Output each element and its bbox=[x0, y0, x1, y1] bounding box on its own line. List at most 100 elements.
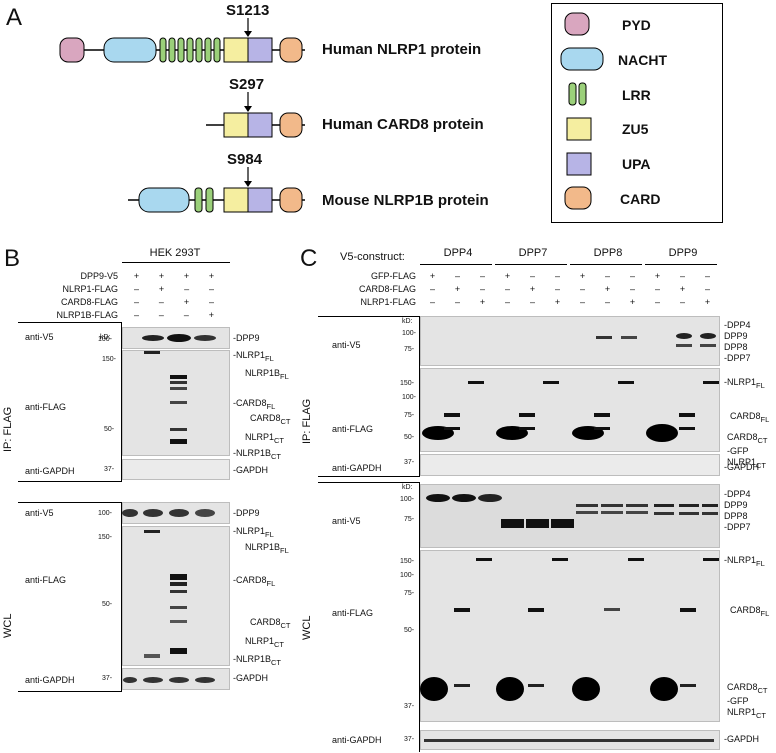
c-wcl-v5-label: anti-V5 bbox=[332, 516, 361, 526]
blot-label-wcl-v5: anti-V5 bbox=[25, 508, 54, 518]
c-ip-flag-label: anti-FLAG bbox=[332, 424, 374, 434]
c-ip-marker-150: 150- bbox=[400, 380, 415, 387]
band-b-gapdh-ip: -GAPDH bbox=[233, 465, 269, 475]
bands-b-ip bbox=[142, 334, 216, 444]
blot-b-ip-gapdh bbox=[122, 459, 230, 480]
c-mark: – bbox=[629, 284, 635, 294]
c-ip-marker-100b: 100- bbox=[402, 394, 417, 401]
marker-b-50: 50- bbox=[104, 426, 115, 433]
legend-pyd: PYD bbox=[622, 17, 651, 33]
c-mark: – bbox=[579, 297, 585, 307]
c-mark: + bbox=[454, 284, 461, 294]
c-ip-gapdh-label: anti-GAPDH bbox=[332, 463, 382, 473]
c-wcl-gapdh-label: anti-GAPDH bbox=[332, 735, 382, 745]
band-b-wcl-card8ct: CARD8CT bbox=[250, 617, 291, 630]
construct-dpp9: DPP9 bbox=[668, 247, 698, 259]
c-mark: – bbox=[504, 284, 510, 294]
c-mark: – bbox=[654, 297, 660, 307]
c-wcl-marker-75: 75- bbox=[404, 516, 415, 523]
c-mark: – bbox=[454, 271, 460, 281]
blot-label-ip-v5: anti-V5 bbox=[25, 332, 54, 342]
band-b-wcl-nlrp1bct: -NLRP1BCT bbox=[233, 654, 282, 667]
c-mark: + bbox=[679, 284, 686, 294]
c-condition-marks: +––+––+––+–––+––+––+––+–––+––+––+––+ bbox=[420, 270, 720, 309]
legend-swatches bbox=[560, 12, 604, 210]
wcl-label-c: WCL bbox=[301, 615, 313, 640]
c-ip-v5-label: anti-V5 bbox=[332, 340, 361, 350]
panel-a-letter: A bbox=[6, 4, 23, 31]
blot-label-wcl-gapdh: anti-GAPDH bbox=[25, 675, 75, 685]
c-wcl-nlrp1fl: -NLRP1FL bbox=[724, 555, 765, 568]
c-marks-row: ––+––+––+––+ bbox=[420, 296, 720, 309]
band-b-wcl-gapdh: -GAPDH bbox=[233, 673, 269, 683]
blot-label-ip-flag: anti-FLAG bbox=[25, 402, 67, 412]
c-wcl-kd-label: kD: bbox=[402, 484, 413, 491]
blot-c-ip-gapdh bbox=[420, 454, 720, 476]
protein-mouse-nlrp1b: Mouse NLRP1B protein bbox=[322, 192, 489, 209]
c-wcl-v5-bands: -DPP4 DPP9 DPP8 -DPP7 bbox=[724, 489, 751, 532]
c-mark: – bbox=[454, 297, 460, 307]
c-mark: + bbox=[429, 271, 436, 281]
bands-b-wcl bbox=[122, 509, 215, 683]
human-card8-diagram bbox=[206, 92, 305, 138]
c-mark: – bbox=[529, 271, 535, 281]
marker-b-wcl-50: 50- bbox=[102, 601, 113, 608]
band-b-wcl-dpp9: -DPP9 bbox=[233, 508, 260, 518]
c-mark: + bbox=[554, 297, 561, 307]
c-mark: – bbox=[554, 271, 560, 281]
band-b-wcl-card8fl: -CARD8FL bbox=[233, 575, 276, 588]
c-mark: + bbox=[479, 297, 486, 307]
construct-dpp4: DPP4 bbox=[443, 247, 473, 259]
marker-b-wcl-100: 100- bbox=[98, 510, 113, 517]
c-mark: – bbox=[704, 284, 710, 294]
legend-lrr: LRR bbox=[622, 87, 651, 103]
marker-b-ip-100: 100- bbox=[98, 336, 113, 343]
c-ip-gapdh: -GAPDH bbox=[724, 462, 760, 472]
c-mark: – bbox=[604, 297, 610, 307]
c-ip-marker-75: 75- bbox=[404, 346, 415, 353]
c-mark: + bbox=[529, 284, 536, 294]
blot-label-wcl-flag: anti-FLAG bbox=[25, 575, 67, 585]
band-b-wcl-nlrp1bfl: NLRP1BFL bbox=[245, 542, 289, 555]
marker-b-wcl-37: 37- bbox=[102, 675, 113, 682]
band-b-nlrp1fl: -NLRP1FL bbox=[233, 350, 274, 363]
c-kd-label: kD: bbox=[402, 318, 413, 325]
c-mark: – bbox=[479, 271, 485, 281]
c-wcl-flag-label: anti-FLAG bbox=[332, 608, 374, 618]
legend-zu5: ZU5 bbox=[622, 121, 649, 137]
c-ip-card8fl: CARD8FL bbox=[730, 411, 770, 424]
c-mark: – bbox=[504, 297, 510, 307]
c-mark: – bbox=[604, 271, 610, 281]
c-wcl-marker-100b: 100- bbox=[400, 572, 415, 579]
site-s297: S297 bbox=[229, 76, 265, 93]
marker-b-150: 150- bbox=[102, 356, 117, 363]
c-wcl-marker-75b: 75- bbox=[404, 590, 415, 597]
site-s1213: S1213 bbox=[226, 2, 270, 19]
c-mark: + bbox=[504, 271, 511, 281]
panel-c-letter: C bbox=[300, 245, 318, 272]
legend-upa: UPA bbox=[622, 156, 651, 172]
c-ip-marker-75b: 75- bbox=[404, 412, 415, 419]
legend-nacht: NACHT bbox=[618, 52, 667, 68]
human-nlrp1-diagram bbox=[59, 18, 305, 63]
wcl-frame-b bbox=[18, 502, 122, 692]
c-mark: – bbox=[579, 284, 585, 294]
band-b-dpp9: -DPP9 bbox=[233, 333, 260, 343]
ip-label-b: IP: FLAG bbox=[2, 406, 14, 452]
c-mark: – bbox=[679, 271, 685, 281]
band-b-nlrp1bct: -NLRP1BCT bbox=[233, 448, 282, 461]
band-b-card8fl: -CARD8FL bbox=[233, 398, 276, 411]
c-marks-row: +––+––+––+–– bbox=[420, 270, 720, 283]
c-mark: – bbox=[704, 271, 710, 281]
c-wcl-marker-50: 50- bbox=[404, 627, 415, 634]
c-mark: – bbox=[429, 284, 435, 294]
c-mark: – bbox=[629, 271, 635, 281]
condition-marks: ++++ –+–– ––+– –––+ bbox=[133, 271, 215, 320]
domain-legend bbox=[551, 3, 723, 223]
band-b-wcl-nlrp1ct: NLRP1CT bbox=[245, 636, 285, 649]
protein-human-nlrp1: Human NLRP1 protein bbox=[322, 41, 482, 58]
c-condition-labels: GFP-FLAG CARD8-FLAG NLRP1-FLAG bbox=[358, 271, 416, 307]
c-mark: + bbox=[629, 297, 636, 307]
c-mark: – bbox=[654, 284, 660, 294]
band-b-nlrp1ct: NLRP1CT bbox=[245, 432, 285, 445]
